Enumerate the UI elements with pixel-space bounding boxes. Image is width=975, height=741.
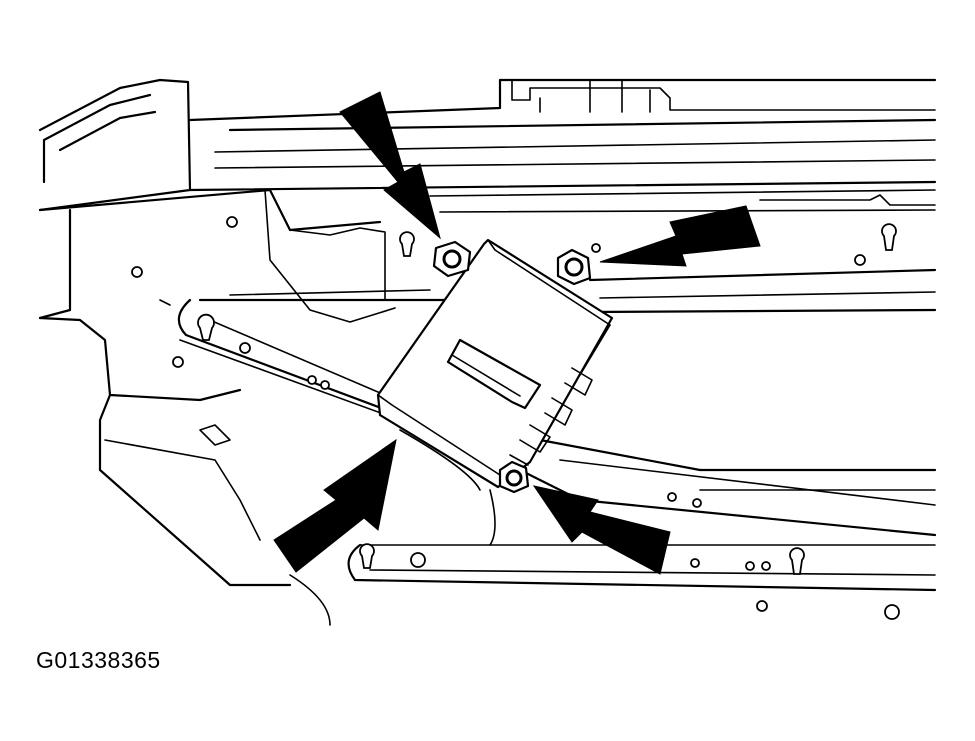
mounting-nuts (432, 240, 592, 494)
arrow-upper-right (599, 205, 761, 267)
nut-upper-right (556, 248, 592, 286)
arrow-lower-right (532, 485, 671, 575)
arrow-lower-left (273, 438, 397, 573)
upper-body-panel (38, 78, 937, 587)
arrow-upper-left (339, 91, 441, 240)
nut-upper-left (432, 240, 472, 278)
figure-caption: G01338365 (36, 647, 161, 673)
panel-holes (131, 216, 900, 620)
control-module (376, 238, 614, 489)
pointer-arrows (273, 91, 761, 575)
nut-lower (498, 460, 530, 494)
